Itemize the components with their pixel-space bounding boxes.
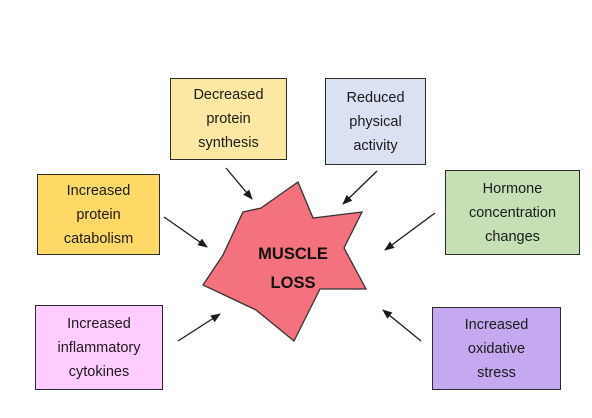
arrow-from-increased-oxidative-stress — [382, 309, 422, 342]
factor-box-reduced-physical-activity: Reduced physical activity — [325, 78, 426, 165]
arrow-from-increased-inflammatory-cytokines — [177, 313, 221, 342]
muscle-loss-star-shape — [202, 181, 368, 343]
center-label-line-1: MUSCLE — [258, 245, 328, 263]
factor-label: Increased oxidative stress — [464, 316, 529, 381]
arrow-from-increased-protein-catabolism — [163, 216, 208, 248]
factor-box-increased-protein-catabolism: Increased protein catabolism — [37, 174, 160, 255]
arrow-from-hormone-concentration-changes — [384, 212, 436, 251]
center-label-line-2: LOSS — [271, 274, 316, 292]
factor-label: Increased protein catabolism — [63, 182, 134, 247]
arrow-from-reduced-physical-activity — [342, 170, 378, 205]
factor-box-decreased-protein-synthesis: Decreased protein synthesis — [170, 78, 287, 160]
factor-box-increased-oxidative-stress: Increased oxidative stress — [432, 307, 561, 390]
arrow-from-decreased-protein-synthesis — [225, 167, 253, 200]
factor-label: Increased inflammatory cytokines — [57, 315, 141, 380]
factor-label: Reduced physical activity — [346, 89, 405, 154]
factor-label: Decreased protein synthesis — [193, 87, 264, 151]
factor-box-hormone-concentration-changes: Hormone concentration changes — [445, 170, 580, 255]
factor-label: Hormone concentration changes — [468, 180, 557, 245]
factor-box-increased-inflammatory-cytokines: Increased inflammatory cytokines — [35, 305, 163, 390]
